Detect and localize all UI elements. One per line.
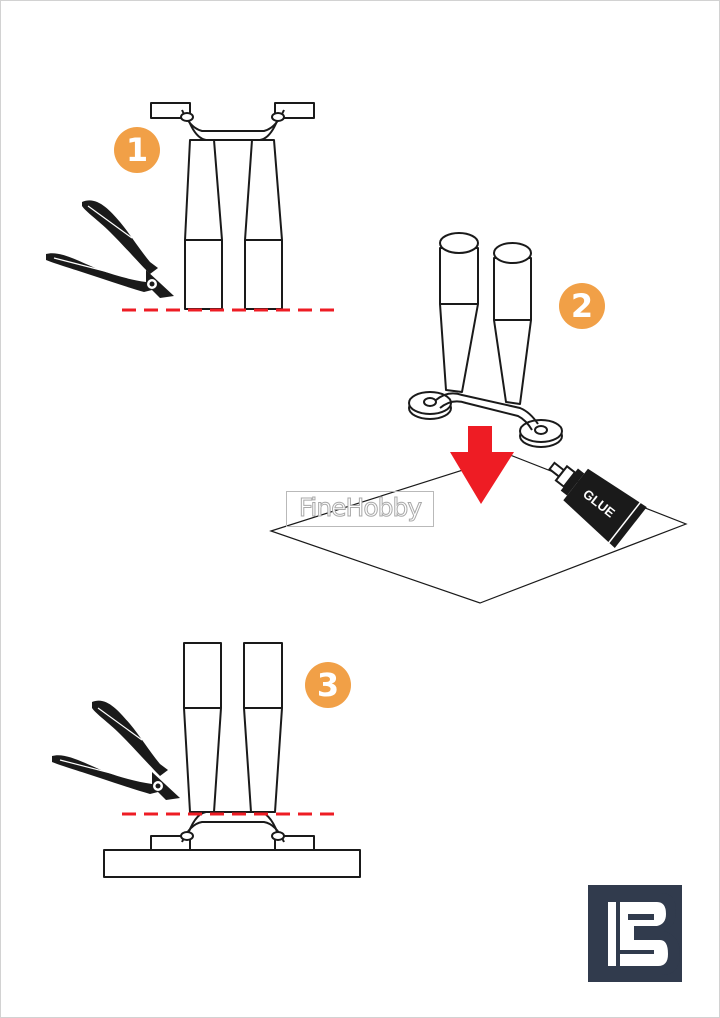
brand-logo <box>588 885 682 982</box>
step3-stand <box>103 642 361 878</box>
step-1-badge: 1 <box>114 127 160 173</box>
down-arrow-icon <box>450 426 514 504</box>
step-3-badge: 3 <box>305 662 351 708</box>
glue-tube-icon: GLUE <box>548 461 647 549</box>
watermark-frame <box>286 491 434 527</box>
step1-pliers-icon <box>46 200 174 298</box>
watermark-text: FineHobby <box>298 493 422 523</box>
step-2-badge: 2 <box>559 283 605 329</box>
step2-stand <box>408 232 563 448</box>
step1-stand <box>150 102 315 310</box>
step3-pliers-icon <box>52 700 180 800</box>
